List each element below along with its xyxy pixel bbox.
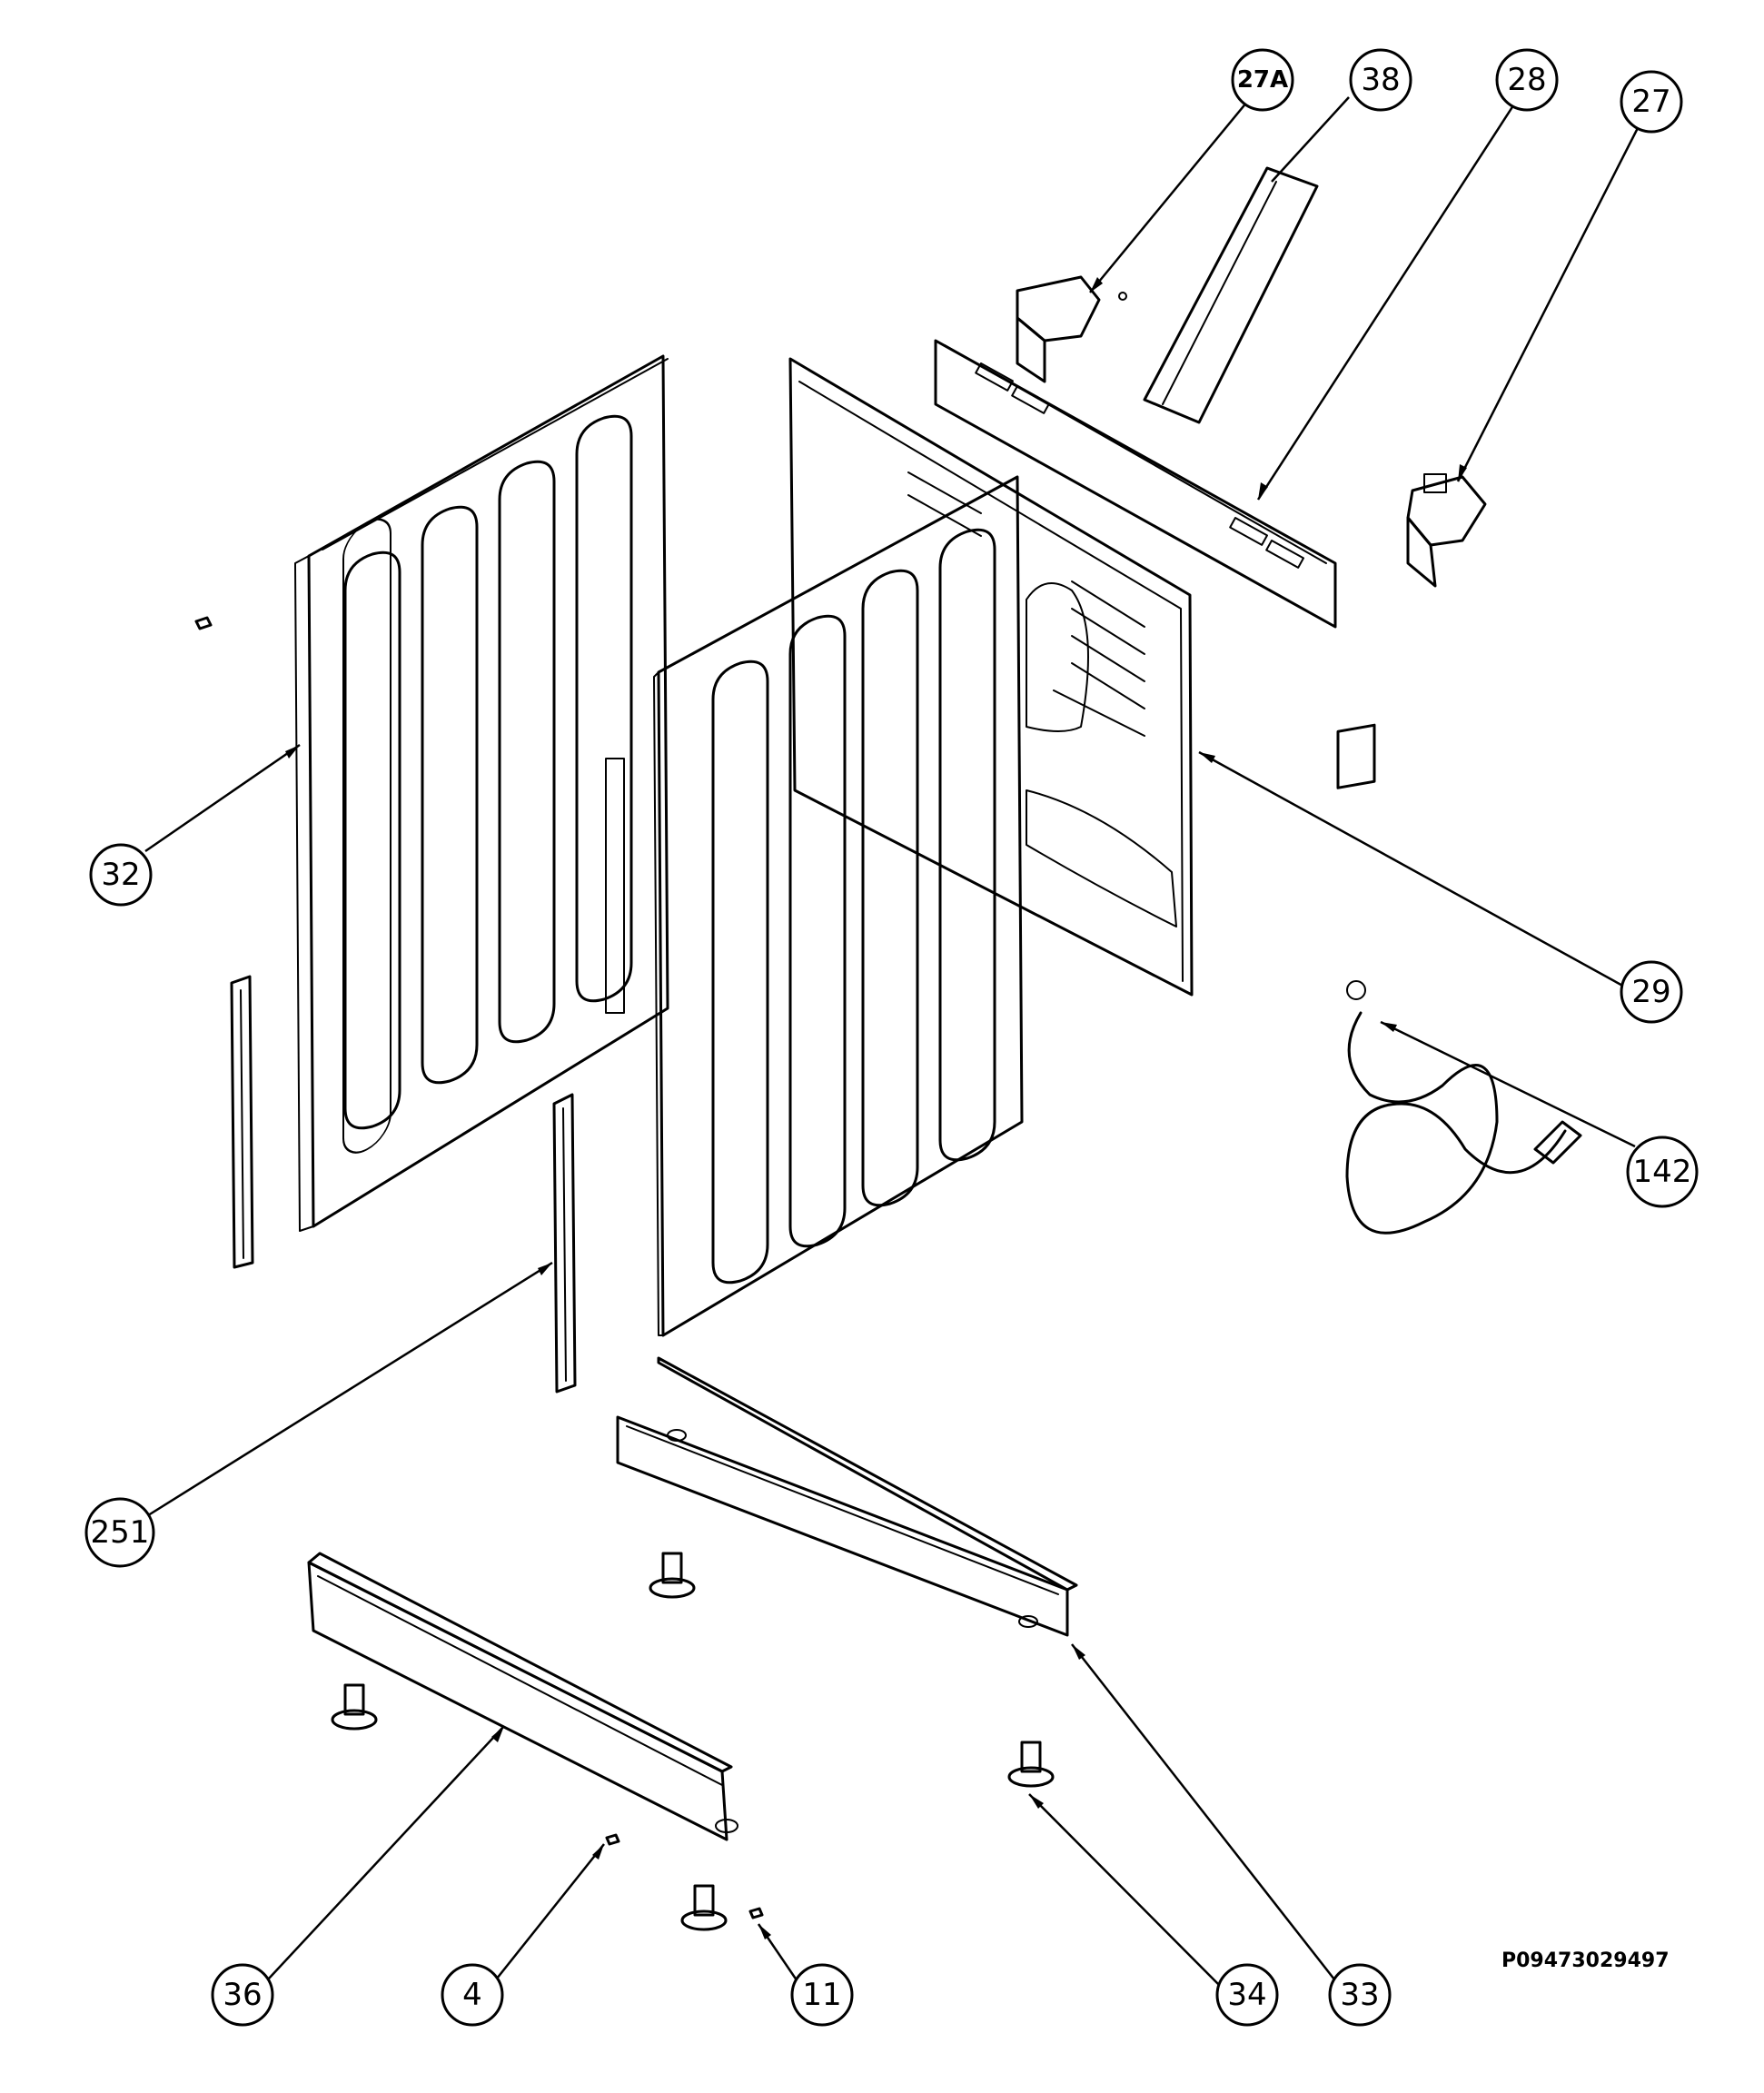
- part-142-power-cord: [1336, 723, 1582, 1235]
- part-32-left-side-panel: [294, 354, 669, 1232]
- adjustable-foot: [649, 1552, 696, 1599]
- part-29-oven-cavity: [788, 357, 1194, 997]
- part-27a-hinge-clip: [1016, 275, 1127, 383]
- callout-4: 4: [441, 1963, 504, 2027]
- svg-text:38: 38: [1361, 62, 1400, 98]
- svg-text:36: 36: [223, 1977, 262, 2013]
- part-36-bottom-rail-left: [307, 1552, 738, 1841]
- adjustable-foot: [331, 1683, 378, 1731]
- screw-icon: [194, 616, 213, 630]
- cavity-vent-slots: [907, 471, 1145, 737]
- callout-251: 251: [84, 1497, 155, 1568]
- svg-text:251: 251: [91, 1514, 150, 1551]
- right-side-panel: [653, 475, 1024, 1337]
- callout-34: 34: [1215, 1963, 1279, 2027]
- adjustable-foot: [680, 1884, 728, 1931]
- svg-text:142: 142: [1633, 1154, 1692, 1190]
- callout-38: 38: [1349, 48, 1412, 112]
- callout-28: 28: [1495, 48, 1559, 112]
- document-code: P09473029497: [1501, 1949, 1670, 1972]
- callout-36: 36: [211, 1963, 274, 2027]
- callout-142: 142: [1626, 1136, 1699, 1208]
- part-33-bottom-rail-right: [616, 1356, 1078, 1637]
- part-27-hinge-clip: [1406, 473, 1487, 588]
- part-4-screw: [605, 1833, 620, 1846]
- part-251-vertical-rails: [230, 975, 577, 1394]
- svg-text:4: 4: [462, 1977, 482, 2013]
- callout-27a: 27A: [1231, 48, 1294, 112]
- svg-text:28: 28: [1507, 62, 1546, 98]
- part-28-rear-bracket: [934, 339, 1337, 629]
- svg-text:34: 34: [1227, 1977, 1266, 2013]
- svg-text:32: 32: [101, 857, 140, 893]
- part-11-screw: [748, 1907, 764, 1919]
- callout-27: 27: [1620, 70, 1683, 134]
- part-38-top-strip: [1143, 166, 1319, 424]
- svg-text:27A: 27A: [1237, 66, 1288, 94]
- callout-11: 11: [790, 1963, 854, 2027]
- svg-text:29: 29: [1631, 974, 1670, 1010]
- callout-33: 33: [1328, 1963, 1392, 2027]
- leader-lines: [144, 80, 1641, 1993]
- part-34-adjustable-foot: [1007, 1741, 1055, 1788]
- svg-text:27: 27: [1631, 84, 1670, 120]
- callout-29: 29: [1620, 960, 1683, 1024]
- svg-text:11: 11: [802, 1977, 841, 2013]
- svg-text:33: 33: [1340, 1977, 1379, 2013]
- callout-32: 32: [89, 843, 153, 907]
